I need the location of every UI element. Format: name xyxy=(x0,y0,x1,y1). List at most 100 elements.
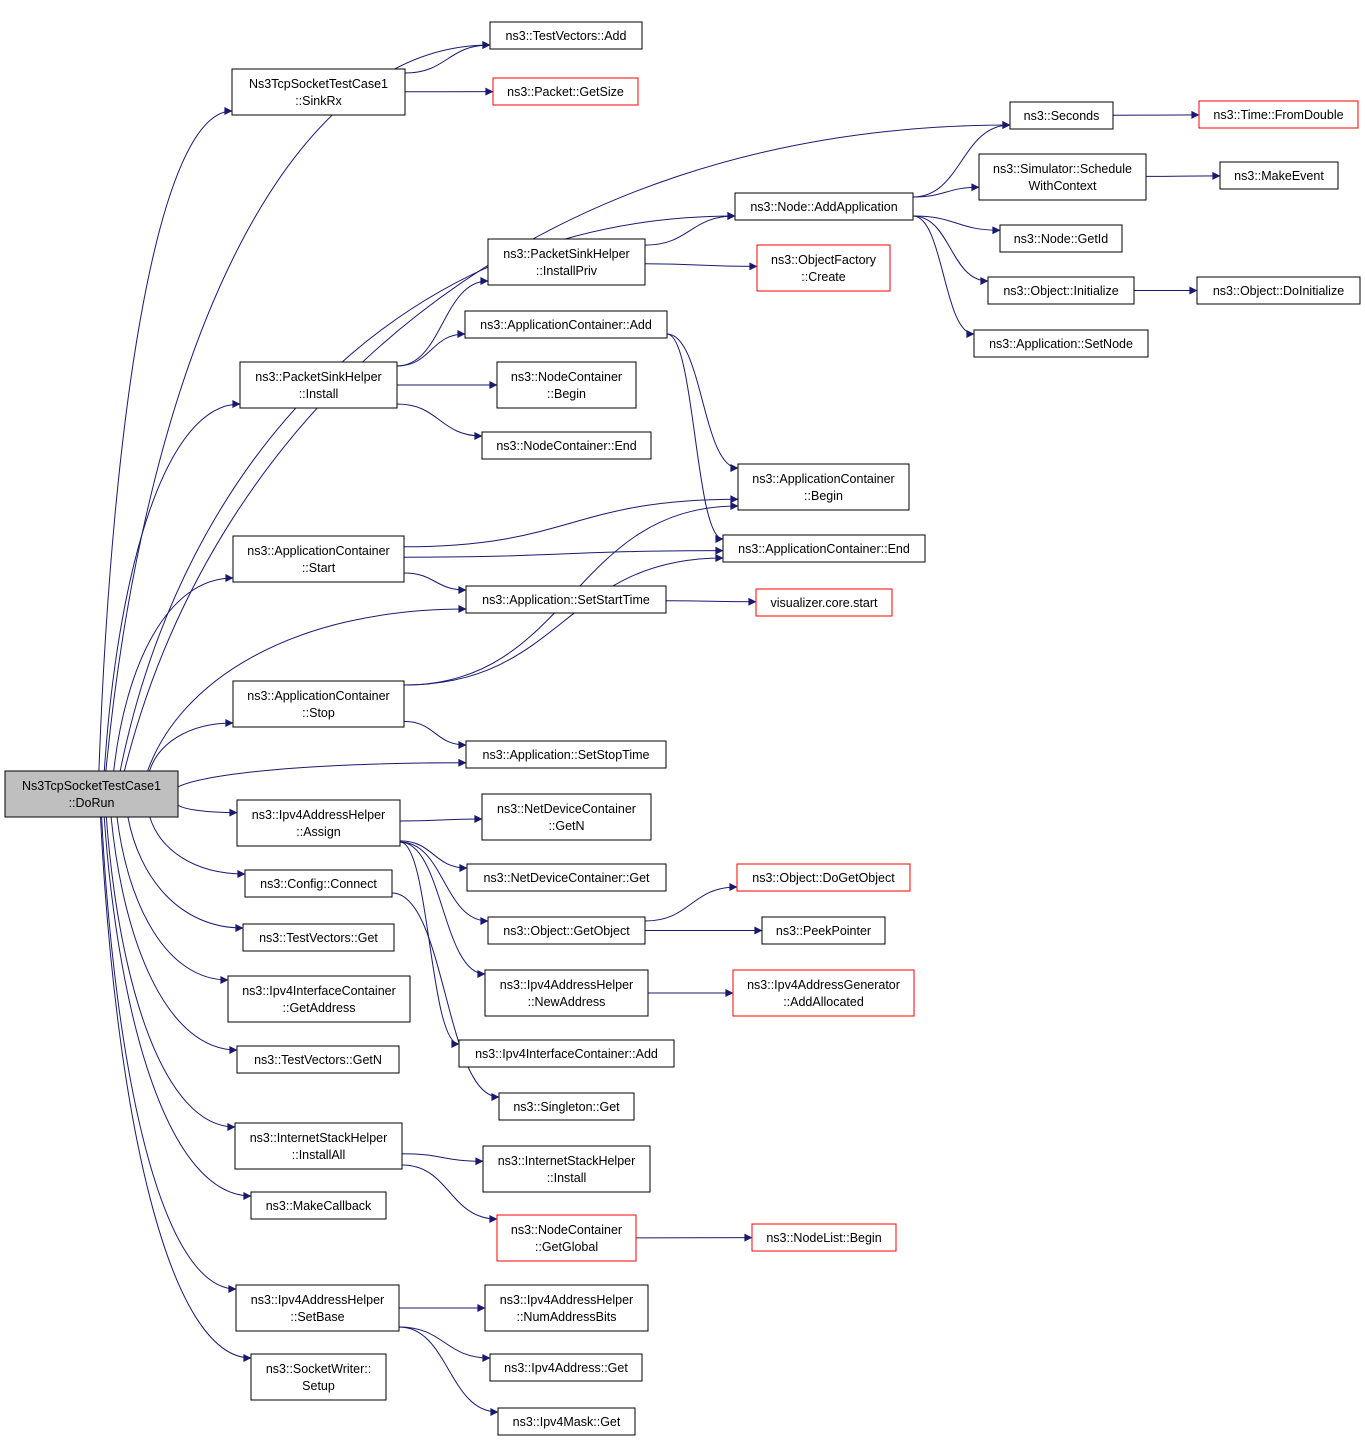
node-peekpointer[interactable]: ns3::PeekPointer xyxy=(761,916,886,945)
edges-layer xyxy=(98,41,1221,1416)
node-label-node-addapp-line-0: ns3::Node::AddApplication xyxy=(750,200,897,214)
node-appcont-stop[interactable]: ns3::ApplicationContainer::Stop xyxy=(232,680,405,728)
node-appcont-add[interactable]: ns3::ApplicationContainer::Add xyxy=(464,310,668,339)
node-label-nc-getglobal-line-1: ::GetGlobal xyxy=(535,1240,598,1254)
node-box-ipv4ic-getaddress xyxy=(227,975,411,1023)
node-box-obj-getobject xyxy=(487,916,646,945)
node-label-makecallback-line-0: ns3::MakeCallback xyxy=(266,1199,372,1213)
edge-appcont-stop-to-app-setstoptime xyxy=(403,720,467,749)
edge-dorun-to-makecallback xyxy=(103,816,252,1200)
node-makeevent[interactable]: ns3::MakeEvent xyxy=(1219,161,1339,190)
node-box-ish-install xyxy=(482,1145,651,1193)
edge-node-addapp-to-sim-schedule xyxy=(912,183,980,198)
node-box-nc-getglobal xyxy=(496,1214,637,1262)
node-singleton-get[interactable]: ns3::Singleton::Get xyxy=(498,1092,635,1121)
node-tv-getn[interactable]: ns3::TestVectors::GetN xyxy=(236,1045,400,1074)
node-ipv4mask-get[interactable]: ns3::Ipv4Mask::Get xyxy=(497,1407,636,1436)
node-tv-add[interactable]: ns3::TestVectors::Add xyxy=(489,21,643,50)
node-sinkrx[interactable]: Ns3TcpSocketTestCase1::SinkRx xyxy=(231,68,406,116)
node-box-psh-installpriv xyxy=(487,238,646,286)
node-nodelist-begin[interactable]: ns3::NodeList::Begin xyxy=(751,1223,897,1252)
edge-sim-schedule-to-makeevent xyxy=(1145,171,1221,180)
node-pkt-getsize[interactable]: ns3::Packet::GetSize xyxy=(492,77,639,106)
node-label-objfactory-create-line-1: ::Create xyxy=(801,270,846,284)
node-label-appcont-start-line-1: ::Start xyxy=(302,561,336,575)
node-obj-dogetobject[interactable]: ns3::Object::DoGetObject xyxy=(736,863,911,892)
node-ipv4ic-getaddress[interactable]: ns3::Ipv4InterfaceContainer::GetAddress xyxy=(227,975,411,1023)
edge-dorun-to-appcont-stop xyxy=(149,719,234,772)
node-ipv4ag-addallocated[interactable]: ns3::Ipv4AddressGenerator::AddAllocated xyxy=(732,969,915,1017)
node-label-psh-installpriv-line-1: ::InstallPriv xyxy=(536,264,598,278)
node-label-makeevent-line-0: ns3::MakeEvent xyxy=(1234,169,1324,183)
node-label-singleton-get-line-0: ns3::Singleton::Get xyxy=(513,1100,620,1114)
node-ndc-getn[interactable]: ns3::NetDeviceContainer::GetN xyxy=(481,793,652,841)
node-ndc-get[interactable]: ns3::NetDeviceContainer::Get xyxy=(466,863,667,892)
node-label-ipv4ah-newaddress-line-1: ::NewAddress xyxy=(528,995,606,1009)
node-node-getid[interactable]: ns3::Node::GetId xyxy=(999,224,1123,253)
node-makecallback[interactable]: ns3::MakeCallback xyxy=(250,1191,387,1220)
node-obj-doinit[interactable]: ns3::Object::DoInitialize xyxy=(1196,276,1361,305)
node-label-dorun-line-1: ::DoRun xyxy=(69,796,115,810)
node-time-fromdouble[interactable]: ns3::Time::FromDouble xyxy=(1198,100,1359,129)
node-node-addapp[interactable]: ns3::Node::AddApplication xyxy=(734,192,914,221)
edge-dorun-to-psh-install xyxy=(103,400,241,772)
node-label-ipv4ah-newaddress-line-0: ns3::Ipv4AddressHelper xyxy=(500,978,633,992)
edge-dorun-to-tv-add xyxy=(105,41,491,772)
node-ipv4ah-assign[interactable]: ns3::Ipv4AddressHelper::Assign xyxy=(236,799,401,847)
node-dorun[interactable]: Ns3TcpSocketTestCase1::DoRun xyxy=(4,770,179,818)
node-ipv4addr-get[interactable]: ns3::Ipv4Address::Get xyxy=(489,1353,643,1382)
node-config-connect[interactable]: ns3::Config::Connect xyxy=(244,869,393,898)
node-ipv4ah-setbase[interactable]: ns3::Ipv4AddressHelper::SetBase xyxy=(235,1284,400,1332)
node-obj-getobject[interactable]: ns3::Object::GetObject xyxy=(487,916,646,945)
node-ish-installall[interactable]: ns3::InternetStackHelper::InstallAll xyxy=(234,1122,403,1170)
node-obj-init[interactable]: ns3::Object::Initialize xyxy=(987,276,1135,305)
node-appcont-end[interactable]: ns3::ApplicationContainer::End xyxy=(722,534,926,563)
edge-ipv4ah-assign-to-ndc-get xyxy=(399,840,468,872)
node-ish-install[interactable]: ns3::InternetStackHelper::Install xyxy=(482,1145,651,1193)
node-socketwriter-setup[interactable]: ns3::SocketWriter::Setup xyxy=(250,1353,387,1401)
node-label-nodelist-begin-line-0: ns3::NodeList::Begin xyxy=(766,1231,881,1245)
node-box-nodelist-begin xyxy=(751,1223,897,1252)
node-psh-installpriv[interactable]: ns3::PacketSinkHelper::InstallPriv xyxy=(487,238,646,286)
node-appcont-start[interactable]: ns3::ApplicationContainer::Start xyxy=(232,535,405,583)
node-box-tv-get xyxy=(242,923,395,952)
node-ipv4ah-numaddrbits[interactable]: ns3::Ipv4AddressHelper::NumAddressBits xyxy=(484,1284,649,1332)
node-ipv4ic-add[interactable]: ns3::Ipv4InterfaceContainer::Add xyxy=(458,1039,675,1068)
node-box-ndc-get xyxy=(466,863,667,892)
node-label-app-setstoptime-line-0: ns3::Application::SetStopTime xyxy=(483,748,650,762)
edge-dorun-to-ipv4ah-setbase xyxy=(101,816,237,1293)
node-app-setstoptime[interactable]: ns3::Application::SetStopTime xyxy=(465,740,667,769)
node-label-ipv4ah-numaddrbits-line-1: ::NumAddressBits xyxy=(516,1310,616,1324)
node-nc-getglobal[interactable]: ns3::NodeContainer::GetGlobal xyxy=(496,1214,637,1262)
node-box-ndc-getn xyxy=(481,793,652,841)
node-label-tv-add-line-0: ns3::TestVectors::Add xyxy=(506,29,627,43)
node-nc-end[interactable]: ns3::NodeContainer::End xyxy=(481,431,652,460)
node-nc-begin[interactable]: ns3::NodeContainer::Begin xyxy=(496,361,637,409)
node-box-tv-getn xyxy=(236,1045,400,1074)
edge-config-connect-to-singleton-get xyxy=(391,892,500,1101)
node-psh-install[interactable]: ns3::PacketSinkHelper::Install xyxy=(239,361,398,409)
edge-node-addapp-to-obj-init xyxy=(912,215,989,285)
node-objfactory-create[interactable]: ns3::ObjectFactory::Create xyxy=(756,244,891,292)
nodes-layer: Ns3TcpSocketTestCase1::DoRunns3::TestVec… xyxy=(4,21,1361,1436)
node-box-nc-end xyxy=(481,431,652,460)
edge-dorun-to-seconds xyxy=(123,121,1011,772)
node-ipv4ah-newaddress[interactable]: ns3::Ipv4AddressHelper::NewAddress xyxy=(484,969,649,1017)
node-viz-start[interactable]: visualizer.core.start xyxy=(755,588,893,617)
node-label-config-connect-line-0: ns3::Config::Connect xyxy=(260,877,377,891)
node-label-appcont-add-line-0: ns3::ApplicationContainer::Add xyxy=(480,318,652,332)
edge-appcont-stop-to-appcont-end xyxy=(403,554,724,686)
node-box-obj-dogetobject xyxy=(736,863,911,892)
node-label-dorun-line-0: Ns3TcpSocketTestCase1 xyxy=(22,779,161,793)
node-label-time-fromdouble-line-0: ns3::Time::FromDouble xyxy=(1213,108,1343,122)
node-box-singleton-get xyxy=(498,1092,635,1121)
node-app-setstarttime[interactable]: ns3::Application::SetStartTime xyxy=(465,585,667,614)
node-box-config-connect xyxy=(244,869,393,898)
node-appcont-begin[interactable]: ns3::ApplicationContainer::Begin xyxy=(737,463,910,511)
node-tv-get[interactable]: ns3::TestVectors::Get xyxy=(242,923,395,952)
edge-dorun-to-tv-get xyxy=(127,816,244,932)
node-app-setnode[interactable]: ns3::Application::SetNode xyxy=(973,329,1149,358)
node-seconds[interactable]: ns3::Seconds xyxy=(1009,101,1114,130)
